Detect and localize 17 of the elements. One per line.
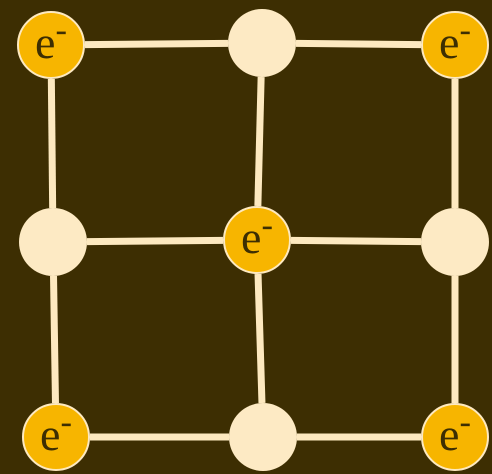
electron-label: e$^{-}$	[439, 412, 471, 458]
electron-label: e$^{-}$	[241, 215, 273, 261]
grid-line	[254, 274, 266, 404]
electron-label: e$^{-}$	[40, 412, 72, 458]
grid-line	[296, 40, 422, 48]
grid-line	[297, 434, 421, 440]
grid-line	[86, 236, 224, 246]
electron-label: e$^{-}$	[439, 20, 471, 66]
grid-line	[84, 40, 228, 48]
electron-label: e$^{-}$	[35, 20, 67, 66]
grid-line	[90, 434, 229, 440]
grid-line	[290, 236, 422, 246]
grid-line	[48, 78, 56, 208]
grid-line	[452, 276, 458, 403]
grid-line	[254, 76, 265, 206]
grid-line	[50, 276, 59, 404]
grid-line	[452, 79, 458, 208]
